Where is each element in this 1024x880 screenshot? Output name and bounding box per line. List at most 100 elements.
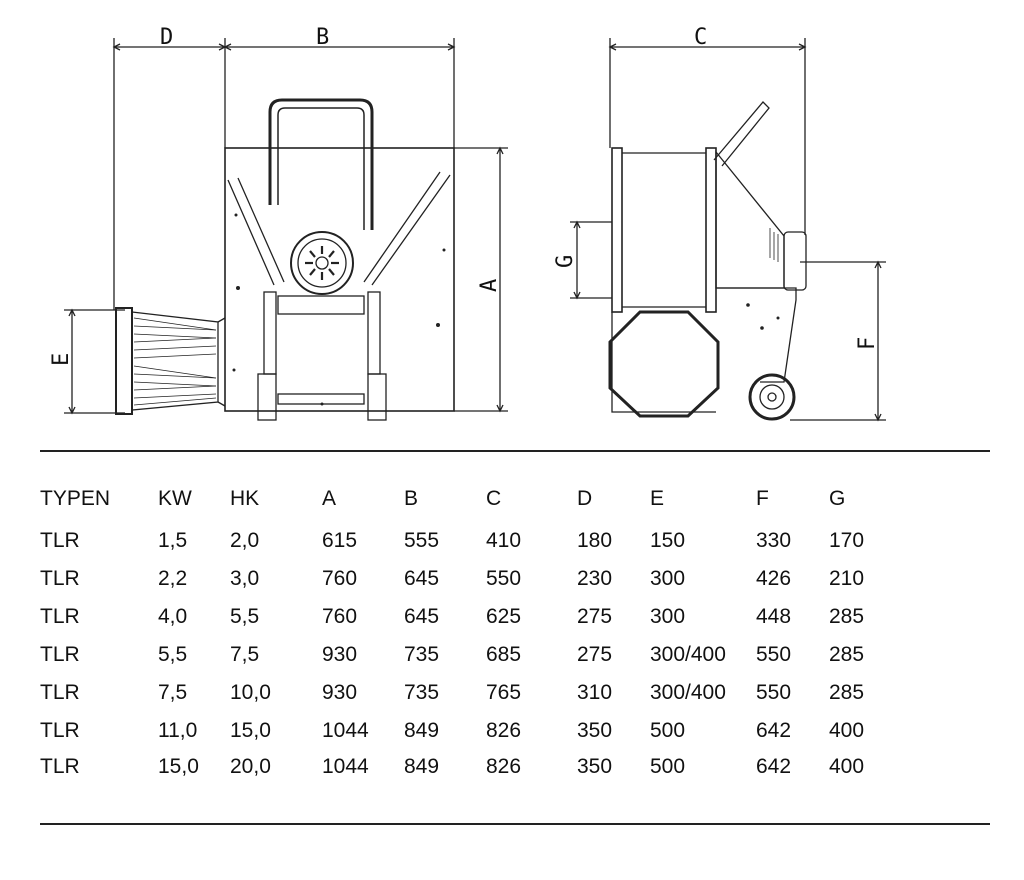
table-row: TLR 11,0 15,0 1044 849 826 350 500 642 4… bbox=[40, 720, 889, 756]
table-cell: 5,5 bbox=[230, 605, 260, 628]
table-cell: 550 bbox=[756, 643, 792, 666]
table-row: TLR 4,0 5,5 760 645 625 275 300 448 285 bbox=[40, 606, 889, 644]
table-cell: 849 bbox=[404, 755, 440, 778]
table-cell: 330 bbox=[756, 529, 792, 552]
table-row: TLR 15,0 20,0 1044 849 826 350 500 642 4… bbox=[40, 756, 889, 792]
table-cell: 2,2 bbox=[158, 567, 188, 590]
table-row: TLR 7,5 10,0 930 735 765 310 300/400 550… bbox=[40, 682, 889, 720]
table-cell: 350 bbox=[577, 719, 613, 742]
table-cell: 1,5 bbox=[158, 529, 188, 552]
table-cell: 642 bbox=[756, 719, 792, 742]
table-row: TLR 5,5 7,5 930 735 685 275 300/400 550 … bbox=[40, 644, 889, 682]
table-cell: TLR bbox=[40, 529, 80, 552]
table-cell: 765 bbox=[486, 681, 522, 704]
table-cell: 4,0 bbox=[158, 605, 188, 628]
table-row: TLR 1,5 2,0 615 555 410 180 150 330 170 bbox=[40, 530, 889, 568]
table-cell: 300 bbox=[650, 605, 686, 628]
table-cell: 849 bbox=[404, 719, 440, 742]
table-cell: 1044 bbox=[322, 755, 369, 778]
table-cell: 15,0 bbox=[158, 755, 199, 778]
table-cell: 410 bbox=[486, 529, 522, 552]
header-kw: KW bbox=[158, 487, 192, 510]
bottom-divider bbox=[40, 823, 990, 825]
table-cell: 760 bbox=[322, 605, 358, 628]
table-cell: TLR bbox=[40, 755, 80, 778]
table-cell: 230 bbox=[577, 567, 613, 590]
front-view bbox=[64, 38, 508, 421]
table-cell: 300 bbox=[650, 567, 686, 590]
table-cell: 645 bbox=[404, 567, 440, 590]
technical-drawing: D B C A E G F bbox=[49, 25, 886, 422]
table-cell: 1044 bbox=[322, 719, 369, 742]
table-cell: 642 bbox=[756, 755, 792, 778]
header-f: F bbox=[756, 487, 769, 510]
table-cell: 180 bbox=[577, 529, 613, 552]
table-cell: 760 bbox=[322, 567, 358, 590]
table-cell: 400 bbox=[829, 755, 865, 778]
table-cell: 550 bbox=[486, 567, 522, 590]
table-cell: 930 bbox=[322, 681, 358, 704]
table-cell: 500 bbox=[650, 719, 686, 742]
header-d: D bbox=[577, 487, 593, 510]
table-cell: TLR bbox=[40, 567, 80, 590]
table-cell: 20,0 bbox=[230, 755, 271, 778]
table-cell: TLR bbox=[40, 643, 80, 666]
table-cell: 285 bbox=[829, 643, 865, 666]
table-cell: 645 bbox=[404, 605, 440, 628]
table-cell: 2,0 bbox=[230, 529, 260, 552]
table-header-row: TYPEN KW HK A B C D E F G bbox=[40, 488, 889, 530]
header-typen: TYPEN bbox=[40, 487, 111, 510]
table-row: TLR 2,2 3,0 760 645 550 230 300 426 210 bbox=[40, 568, 889, 606]
table-cell: 7,5 bbox=[230, 643, 260, 666]
table-cell: 10,0 bbox=[230, 681, 271, 704]
table-cell: 285 bbox=[829, 681, 865, 704]
dim-label-e: E bbox=[49, 353, 74, 366]
table-cell: 3,0 bbox=[230, 567, 260, 590]
table-cell: 448 bbox=[756, 605, 792, 628]
table-cell: 500 bbox=[650, 755, 686, 778]
dim-label-g: G bbox=[553, 255, 578, 268]
header-g: G bbox=[829, 487, 846, 510]
table-cell: 5,5 bbox=[158, 643, 188, 666]
header-a: A bbox=[322, 487, 337, 510]
table-cell: 735 bbox=[404, 643, 440, 666]
dim-label-d: D bbox=[160, 25, 173, 50]
dim-label-c: C bbox=[694, 25, 707, 50]
dim-label-f: F bbox=[855, 337, 880, 350]
table-cell: 170 bbox=[829, 529, 865, 552]
table-cell: 550 bbox=[756, 681, 792, 704]
table-cell: 350 bbox=[577, 755, 613, 778]
header-e: E bbox=[650, 487, 665, 510]
header-b: B bbox=[404, 487, 419, 510]
table-cell: TLR bbox=[40, 681, 80, 704]
table-cell: 7,5 bbox=[158, 681, 188, 704]
top-divider bbox=[40, 450, 990, 452]
table-cell: 275 bbox=[577, 605, 613, 628]
table-cell: 15,0 bbox=[230, 719, 271, 742]
dim-label-b: B bbox=[316, 25, 329, 50]
table-cell: 735 bbox=[404, 681, 440, 704]
table-cell: 150 bbox=[650, 529, 686, 552]
table-cell: 685 bbox=[486, 643, 522, 666]
table-cell: 11,0 bbox=[158, 719, 198, 742]
table-cell: 275 bbox=[577, 643, 613, 666]
header-c: C bbox=[486, 487, 502, 510]
table-cell: 285 bbox=[829, 605, 865, 628]
table-cell: 300/400 bbox=[650, 643, 726, 666]
dim-label-a: A bbox=[477, 279, 502, 292]
table-cell: 826 bbox=[486, 755, 522, 778]
table-cell: 400 bbox=[829, 719, 865, 742]
table-cell: 930 bbox=[322, 643, 358, 666]
table-cell: 310 bbox=[577, 681, 613, 704]
table-cell: 625 bbox=[486, 605, 522, 628]
table-cell: TLR bbox=[40, 605, 80, 628]
table-cell: 615 bbox=[322, 529, 358, 552]
spec-table: TYPEN KW HK A B C D E F G TLR 1,5 2,0 61… bbox=[40, 488, 889, 792]
table-cell: 426 bbox=[756, 567, 792, 590]
side-view bbox=[570, 38, 886, 422]
table-cell: 300/400 bbox=[650, 681, 726, 704]
table-cell: TLR bbox=[40, 719, 80, 742]
table-cell: 826 bbox=[486, 719, 522, 742]
header-hk: HK bbox=[230, 487, 260, 510]
table-cell: 555 bbox=[404, 529, 440, 552]
